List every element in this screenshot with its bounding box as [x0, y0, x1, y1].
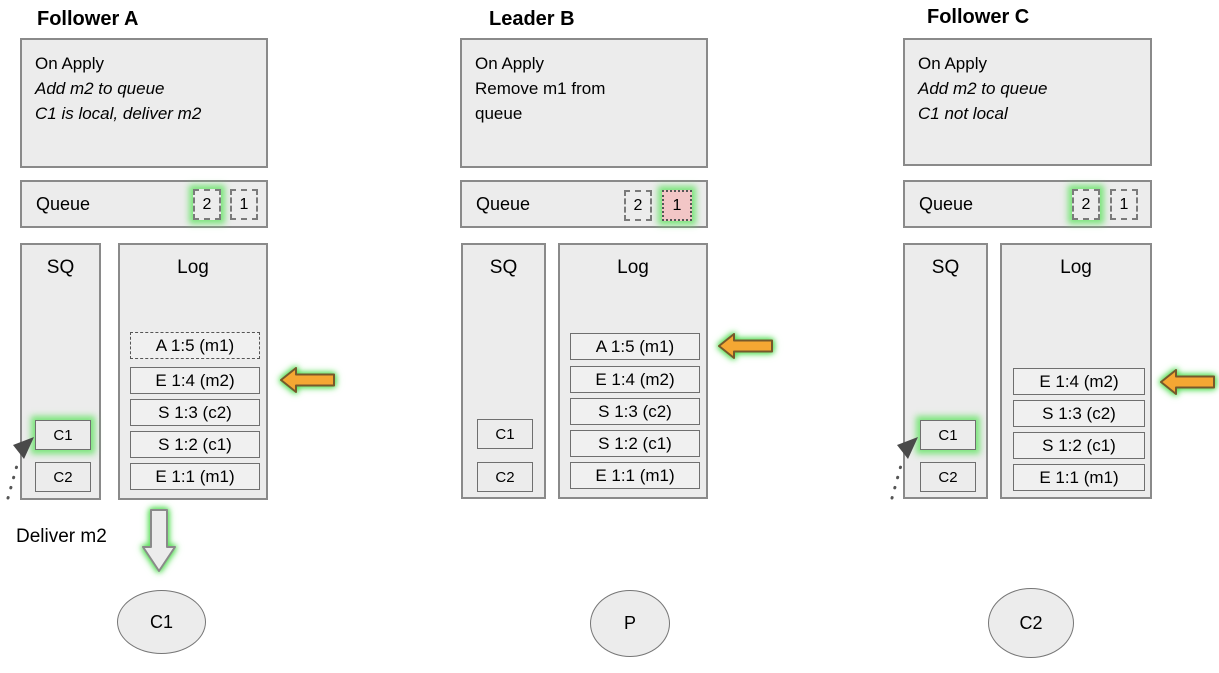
- apply-pointer-arrow-c: [1160, 369, 1215, 395]
- queue-label: Queue: [36, 194, 91, 214]
- queue-item-1: 1: [662, 190, 692, 221]
- queue-item-2: 2: [624, 190, 652, 221]
- log-entry: E 1:4 (m2): [130, 367, 260, 394]
- sq-label: SQ: [931, 257, 960, 278]
- log-entry: S 1:2 (c1): [1013, 432, 1145, 459]
- client-node-c1: C1: [117, 590, 206, 654]
- log-entry: S 1:3 (c2): [570, 398, 700, 425]
- log-entry: E 1:4 (m2): [1013, 368, 1145, 395]
- deliver-label: Deliver m2: [16, 526, 107, 547]
- on-apply-box-b: On Apply Remove m1 from queue: [460, 38, 708, 168]
- sq-box-c: SQ C1 C2: [903, 243, 988, 499]
- on-apply-line: C1 not local: [918, 104, 1008, 123]
- column-title-leader-b: Leader B: [489, 8, 575, 30]
- log-box-a: Log A 1:5 (m1) E 1:4 (m2) S 1:3 (c2) S 1…: [118, 243, 268, 500]
- sq-item-c2: C2: [920, 462, 976, 492]
- on-apply-line: Add m2 to queue: [918, 79, 1048, 98]
- on-apply-box-a: On Apply Add m2 to queue C1 is local, de…: [20, 38, 268, 168]
- log-label: Log: [177, 257, 209, 278]
- dotted-pointer-arrow: [890, 437, 918, 500]
- sq-box-b: SQ C1 C2: [461, 243, 546, 499]
- log-box-b: Log A 1:5 (m1) E 1:4 (m2) S 1:3 (c2) S 1…: [558, 243, 708, 499]
- log-entry: A 1:5 (m1): [570, 333, 700, 360]
- log-entry: S 1:2 (c1): [570, 430, 700, 457]
- sq-item-c1: C1: [35, 420, 91, 450]
- log-label: Log: [1060, 257, 1092, 278]
- queue-item-2: 2: [1072, 189, 1100, 220]
- log-entry: A 1:5 (m1): [130, 332, 260, 359]
- sq-item-c1: C1: [477, 419, 533, 449]
- log-entry: E 1:1 (m1): [1013, 464, 1145, 491]
- queue-item-2: 2: [193, 189, 221, 220]
- apply-pointer-arrow-b: [718, 333, 773, 359]
- log-box-c: Log E 1:4 (m2) S 1:3 (c2) S 1:2 (c1) E 1…: [1000, 243, 1152, 499]
- log-entry: S 1:3 (c2): [130, 399, 260, 426]
- queue-box-a: Queue 2 1: [20, 180, 268, 228]
- on-apply-line: Add m2 to queue: [35, 79, 165, 98]
- on-apply-box-c: On Apply Add m2 to queue C1 not local: [903, 38, 1152, 166]
- producer-node-p: P: [590, 590, 670, 657]
- apply-pointer-arrow-a: [280, 367, 335, 393]
- column-title-follower-c: Follower C: [927, 6, 1030, 28]
- log-entry: E 1:1 (m1): [130, 463, 260, 490]
- log-entry: S 1:2 (c1): [130, 431, 260, 458]
- log-entry: E 1:4 (m2): [570, 366, 700, 393]
- queue-item-1: 1: [230, 189, 258, 220]
- queue-label: Queue: [919, 194, 974, 214]
- dotted-pointer-arrow: [6, 437, 34, 500]
- sq-item-c1: C1: [920, 420, 976, 450]
- sq-box-a: SQ C1 C2: [20, 243, 101, 500]
- on-apply-line: C1 is local, deliver m2: [35, 104, 202, 123]
- on-apply-line: On Apply: [35, 54, 104, 73]
- sq-label: SQ: [46, 257, 75, 278]
- column-title-follower-a: Follower A: [37, 8, 139, 30]
- on-apply-line: queue: [475, 104, 523, 123]
- log-entry: E 1:1 (m1): [570, 462, 700, 489]
- on-apply-line: Remove m1 from: [475, 79, 606, 98]
- queue-label: Queue: [476, 194, 531, 214]
- log-entry: S 1:3 (c2): [1013, 400, 1145, 427]
- sq-item-c2: C2: [477, 462, 533, 492]
- on-apply-line: On Apply: [475, 54, 544, 73]
- sq-item-c2: C2: [35, 462, 91, 492]
- sq-label: SQ: [489, 257, 518, 278]
- queue-box-c: Queue 2 1: [903, 180, 1152, 228]
- queue-box-b: Queue 2 1: [460, 180, 708, 228]
- deliver-down-arrow: [142, 509, 176, 572]
- queue-item-1: 1: [1110, 189, 1138, 220]
- log-label: Log: [617, 257, 649, 278]
- client-node-c2: C2: [988, 588, 1074, 658]
- on-apply-line: On Apply: [918, 54, 987, 73]
